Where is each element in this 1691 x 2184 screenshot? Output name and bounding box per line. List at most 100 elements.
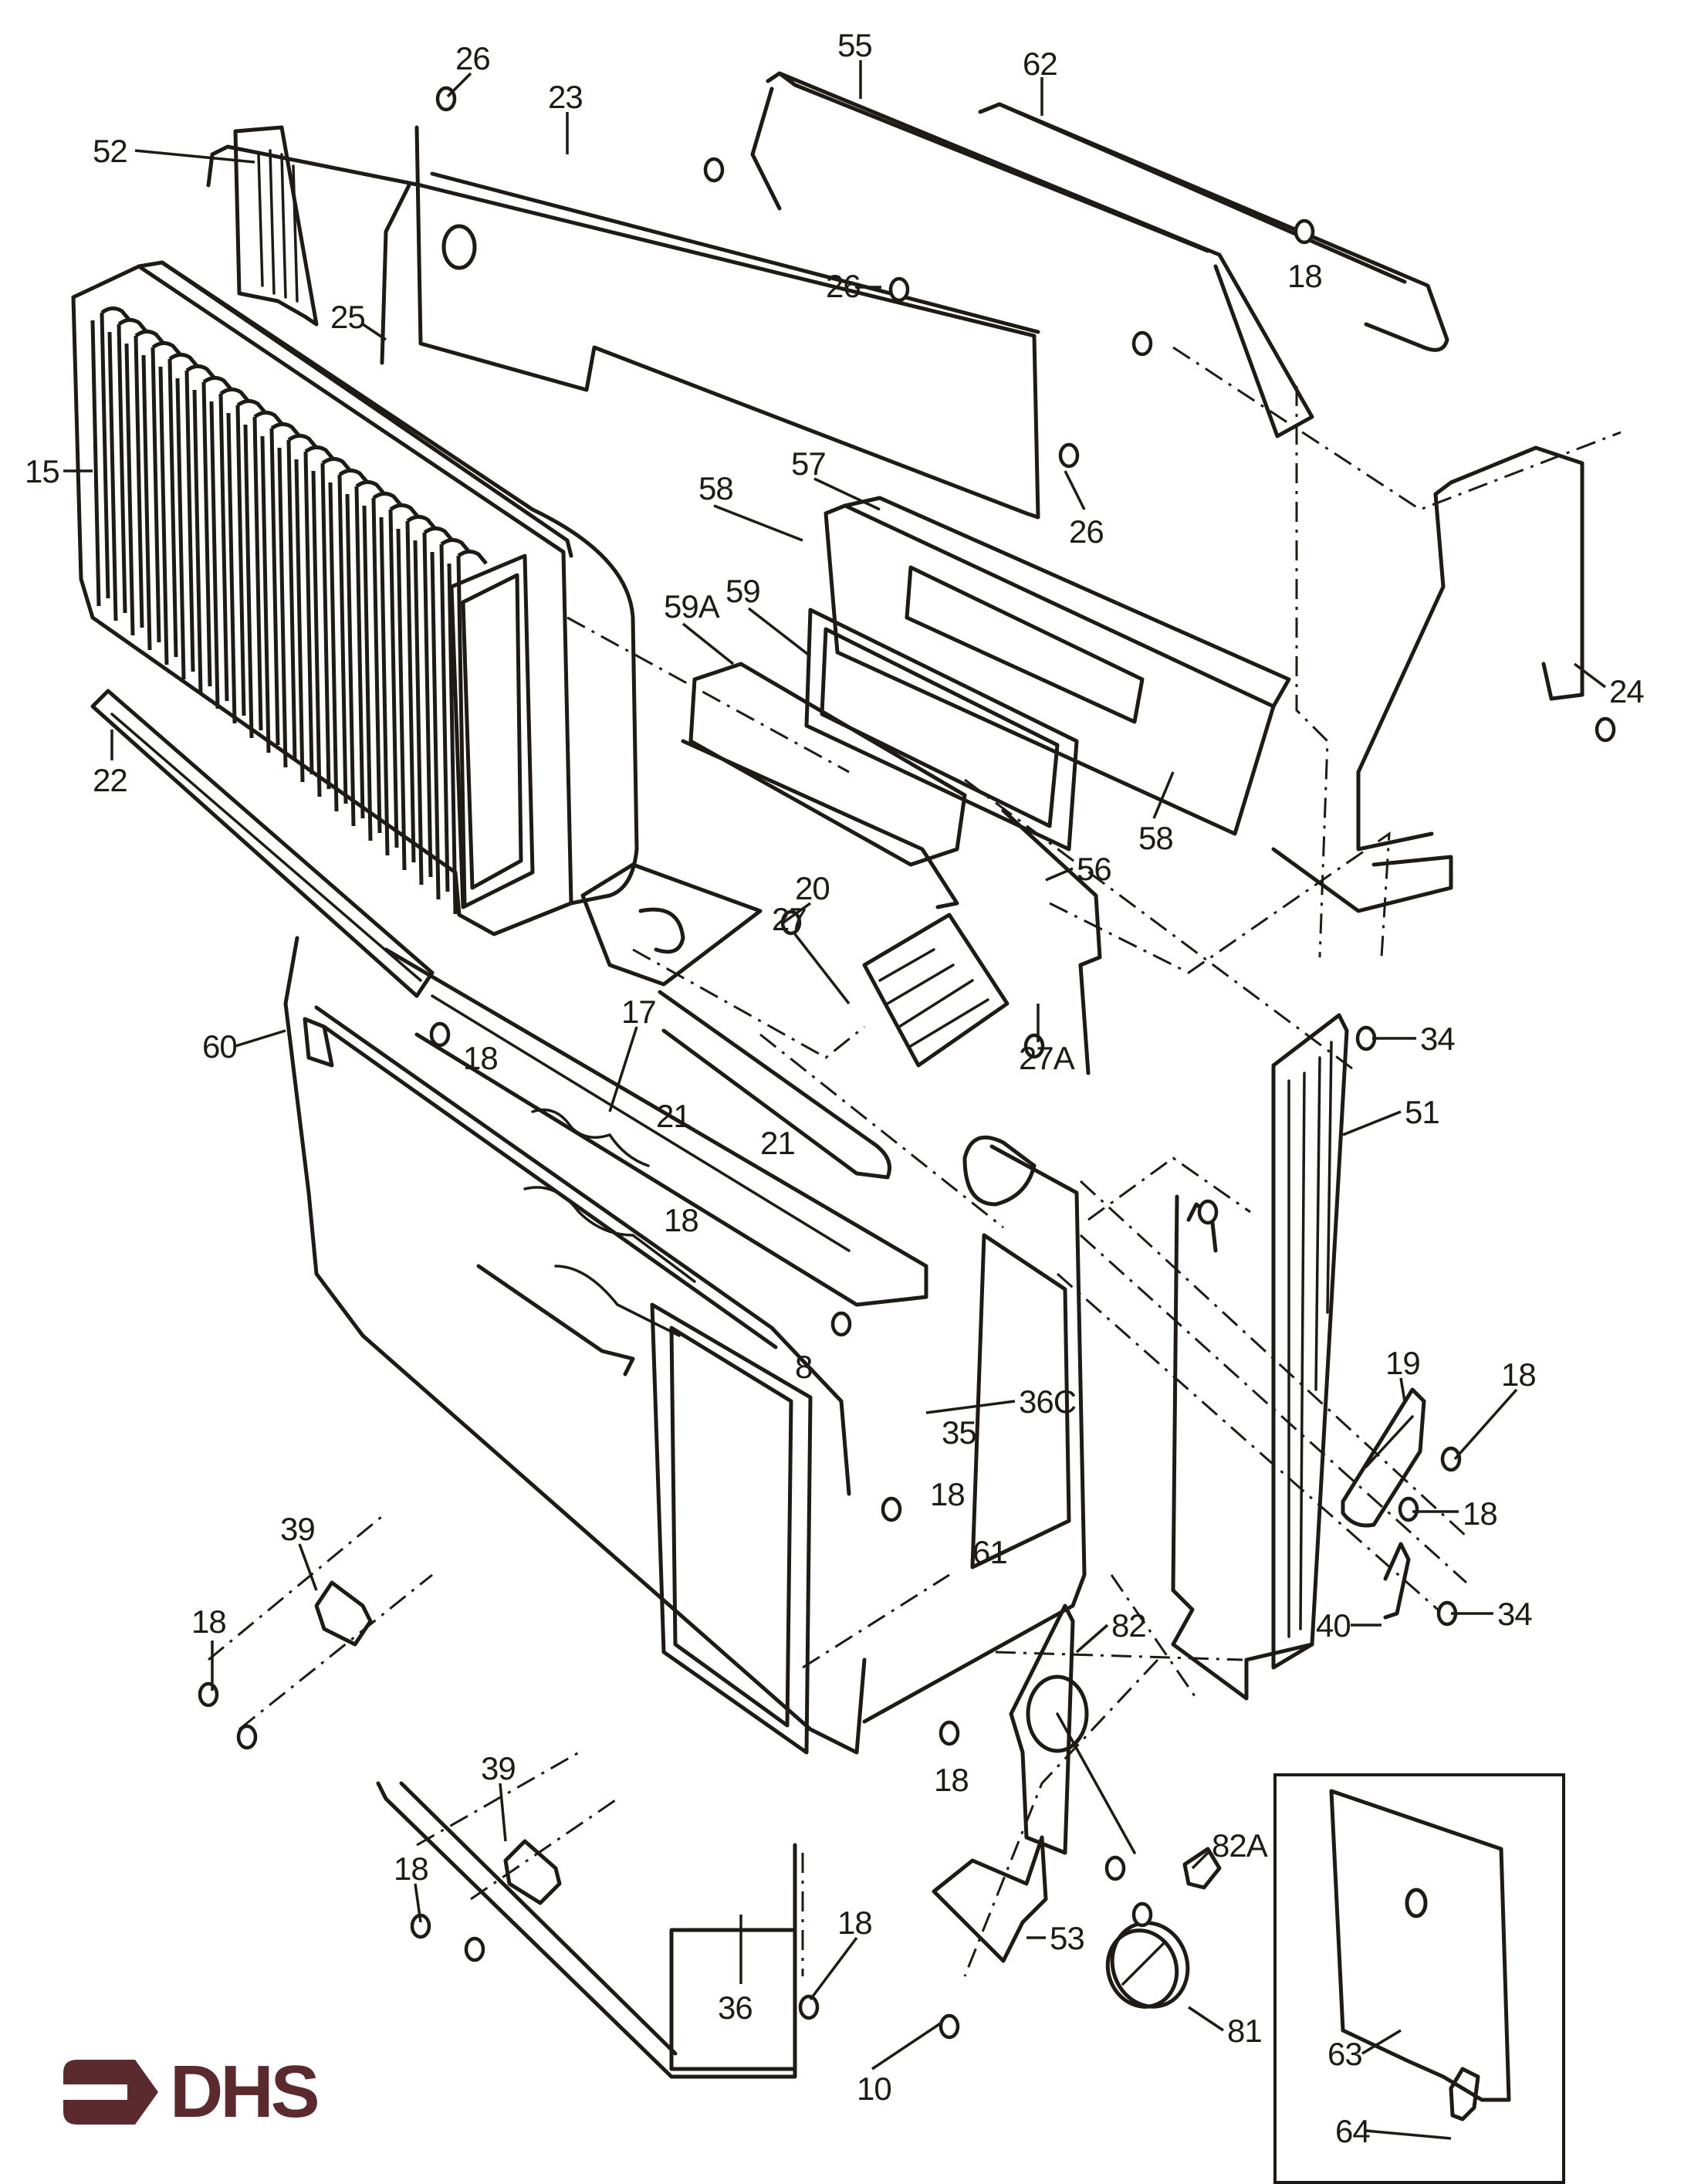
- screw-icon: [881, 1496, 902, 1522]
- log-set: [384, 947, 928, 1337]
- leader-line: [134, 149, 255, 164]
- callout-control-bracket: 82: [1111, 1607, 1147, 1644]
- screw-icon: [1058, 442, 1080, 469]
- callout-left-end-panel: 25: [330, 299, 366, 335]
- leader-line: [608, 1026, 638, 1112]
- dhs-logo: DHS: [62, 2054, 347, 2131]
- screw-icon: [464, 1936, 485, 1962]
- heat-exchanger-fin: [362, 492, 403, 841]
- callout-latch: 39: [481, 1750, 516, 1786]
- side-control-panel: [862, 1135, 1087, 1724]
- callout-glass-retainer: 36C: [1019, 1383, 1077, 1420]
- leader-line: [681, 622, 735, 665]
- callout-heat-exchanger: 15: [25, 453, 60, 489]
- door-frame: [476, 1264, 813, 1755]
- screw-icon: [798, 1994, 820, 2020]
- screw-icon: [939, 1720, 960, 1746]
- callout-knob-bracket: 53: [1050, 1920, 1085, 1956]
- heat-exchanger-fin: [192, 376, 233, 695]
- callout-front-frame: 60: [202, 1028, 238, 1065]
- callout-clip: 21: [656, 1098, 692, 1134]
- leader-line: [446, 72, 472, 98]
- callout-screw: 18: [191, 1603, 227, 1640]
- control-knob: [1105, 1921, 1190, 2009]
- callout-clip: 40: [1316, 1607, 1351, 1644]
- callout-screw: 18: [1463, 1495, 1498, 1532]
- callout-top-rail: 55: [837, 27, 873, 63]
- left-side-grille: [233, 125, 319, 327]
- callout-latch-clip: 64: [1335, 2113, 1371, 2149]
- logo-text: DHS: [170, 2050, 320, 2133]
- callout-gasket-holder: 59A: [664, 588, 720, 625]
- leader-line: [809, 1936, 858, 2001]
- heat-exchanger-fin: [107, 318, 148, 621]
- screw-icon: [1197, 1199, 1219, 1225]
- callout-bracket: 58: [698, 470, 734, 506]
- screw-icon: [1440, 1446, 1462, 1472]
- control-bracket: [1009, 1603, 1136, 1855]
- latch-39-upper: [314, 1580, 373, 1647]
- leader-line: [1045, 867, 1074, 882]
- leader-line: [871, 2021, 942, 2071]
- callout-right-side-bracket: 24: [1609, 673, 1645, 709]
- callout-gasket: 59: [725, 573, 761, 609]
- callout-screw: 34: [1497, 1596, 1533, 1632]
- callout-screw: 34: [1420, 1021, 1456, 1057]
- leader-line: [925, 1400, 1016, 1414]
- callout-screw: 18: [934, 1762, 969, 1798]
- leader-line: [813, 477, 881, 511]
- leader-line: [362, 323, 387, 341]
- callout-screw: 18: [1501, 1356, 1537, 1393]
- callout-hinge-bracket: 19: [1385, 1345, 1421, 1381]
- callout-screw: 18: [1287, 258, 1323, 294]
- callout-door-glass: 35: [942, 1414, 977, 1451]
- knob-bracket: [932, 1835, 1048, 1963]
- clip-40: [1383, 1542, 1411, 1620]
- callout-baffle: 20: [795, 870, 830, 906]
- assembly-lines: [208, 346, 1622, 1977]
- hinge-bracket: [1341, 1387, 1426, 1528]
- front-rail: [90, 689, 435, 998]
- heat-exchanger-fin: [141, 341, 182, 651]
- callout-rear-top-cover: 62: [1023, 46, 1058, 82]
- heat-exchanger-fin: [430, 538, 471, 900]
- front-frame: [283, 936, 867, 1755]
- callout-left-side-grille: 52: [93, 133, 128, 169]
- right-end-panel: [1171, 1194, 1314, 1701]
- callout-switch: 82A: [1212, 1827, 1268, 1864]
- callout-access-panel: 63: [1327, 2036, 1363, 2072]
- heat-exchanger-fin: [124, 330, 165, 636]
- screw-icon: [1294, 218, 1315, 245]
- burner-box: [804, 496, 1291, 852]
- heat-exchanger-fin: [379, 503, 420, 856]
- callout-screw: 10: [857, 2071, 892, 2107]
- heat-exchanger-fin: [345, 480, 386, 827]
- heat-exchanger-fin: [311, 457, 352, 797]
- callout-screw: 18: [837, 1905, 873, 1941]
- callout-burner-box: 57: [791, 445, 827, 482]
- screw-icon: [198, 1681, 219, 1708]
- switch: [1182, 1847, 1222, 1890]
- leader-line: [747, 607, 812, 658]
- callout-screw: 27A: [1019, 1040, 1075, 1076]
- heat-exchanger-fin: [175, 364, 216, 680]
- heat-exchanger-fin: [209, 388, 250, 709]
- leader-line: [713, 504, 803, 542]
- callout-screw: 18: [930, 1476, 966, 1512]
- callout-screw: 18: [394, 1850, 429, 1887]
- leader-line: [1453, 1388, 1518, 1461]
- leader-line: [1365, 2129, 1452, 2140]
- callout-clip: 21: [760, 1125, 796, 1161]
- callout-screw: 26: [826, 268, 861, 304]
- screw-icon: [939, 2013, 960, 2040]
- leader-line: [793, 933, 851, 1005]
- burner-grille: [862, 913, 1010, 1068]
- leader-line: [1188, 2006, 1224, 2032]
- gasket-holder: [681, 662, 967, 909]
- top-rail: [750, 71, 1314, 438]
- heat-exchanger-fin: [294, 445, 335, 783]
- leader-line: [235, 1029, 286, 1048]
- leader-line: [1573, 662, 1607, 689]
- callout-screw: 18: [463, 1040, 499, 1076]
- rear-top-cover: [978, 102, 1449, 352]
